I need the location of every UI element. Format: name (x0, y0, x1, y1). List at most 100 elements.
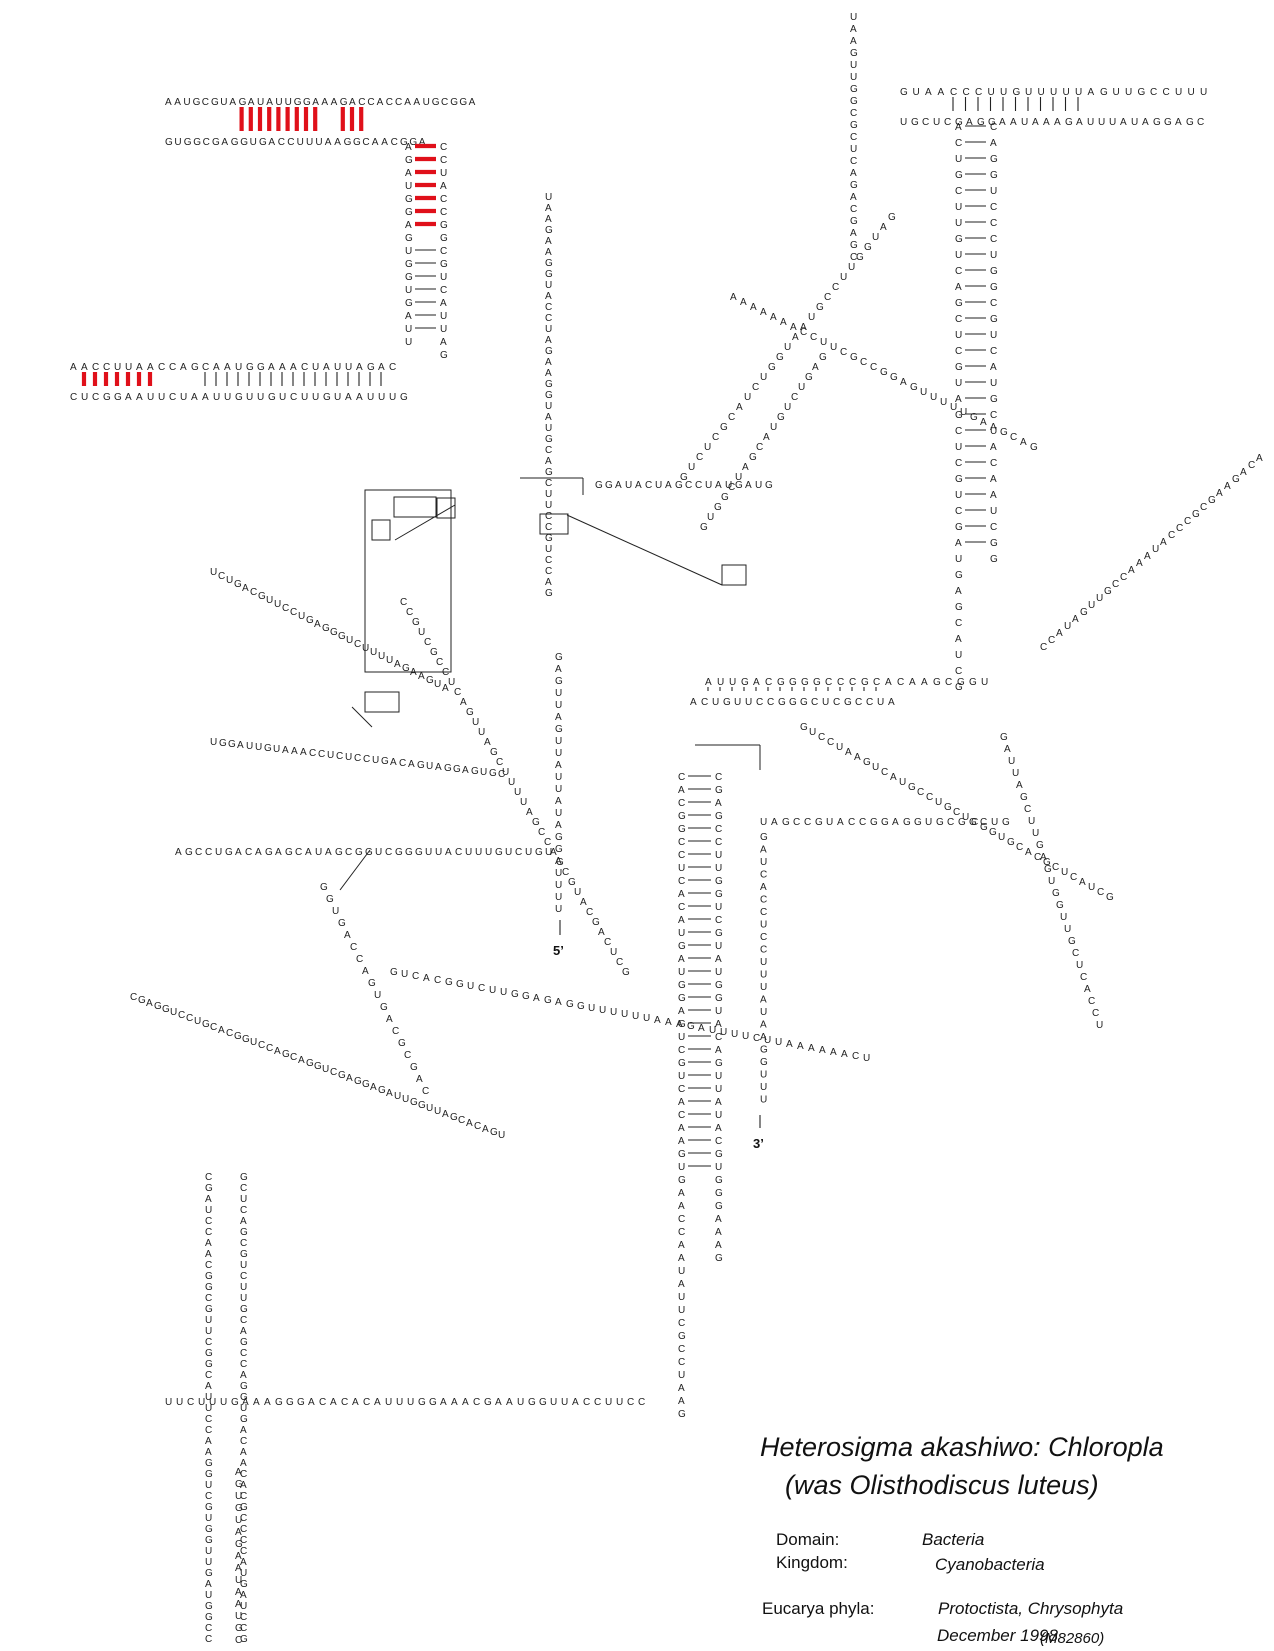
nucleotide: A (404, 97, 411, 108)
nucleotide: A (698, 1023, 705, 1034)
segment-bottom-left-stem: GCUCAGCGUCUUGCAGCCAGGUGACAACACGCCCCAUGAU… (240, 1172, 248, 1645)
nucleotide: C (678, 1084, 685, 1095)
nucleotide: G (354, 1076, 362, 1087)
nucleotide: G (1065, 117, 1073, 128)
nucleotide: U (960, 407, 967, 418)
nucleotide: G (246, 362, 254, 373)
nucleotide: C (240, 1623, 247, 1634)
nucleotide: A (545, 577, 552, 588)
nucleotide: C (226, 1028, 233, 1039)
nucleotide: G (955, 682, 963, 693)
nucleotide: A (572, 1397, 579, 1408)
nucleotide: C (287, 137, 294, 148)
nucleotide: U (209, 1397, 216, 1408)
nucleotide: A (955, 122, 962, 133)
nucleotide: U (545, 324, 552, 335)
nucleotide: C (205, 1337, 212, 1348)
nucleotide: C (240, 1183, 247, 1194)
nucleotide: C (309, 748, 316, 759)
nucleotide: C (873, 677, 880, 688)
nucleotide: C (1088, 996, 1095, 1007)
nucleotide: C (440, 142, 447, 153)
nucleotide: U (334, 392, 341, 403)
nucleotide: A (715, 1123, 722, 1134)
nucleotide: G (240, 1227, 248, 1238)
nucleotide: C (545, 566, 552, 577)
nucleotide: C (1040, 642, 1047, 653)
nucleotide: U (478, 727, 485, 738)
nucleotide: U (555, 736, 562, 747)
nucleotide: A (750, 302, 757, 313)
nucleotide: U (990, 426, 997, 437)
nucleotide: G (955, 234, 963, 245)
nucleotide: G (240, 137, 248, 148)
nucleotide: G (1030, 442, 1038, 453)
nucleotide: U (863, 1053, 870, 1064)
nucleotide: U (235, 1611, 242, 1622)
nucleotide: U (480, 767, 487, 778)
nucleotide: A (237, 740, 244, 751)
nucleotide: U (220, 1397, 227, 1408)
nucleotide: A (352, 1397, 359, 1408)
nucleotide: A (555, 997, 562, 1008)
nucleotide: G (881, 817, 889, 828)
nucleotide: G (294, 97, 302, 108)
nucleotide: G (721, 492, 729, 503)
nucleotide: G (944, 802, 952, 813)
nucleotide: C (852, 1051, 859, 1062)
nucleotide: G (800, 697, 808, 708)
nucleotide: A (830, 1047, 837, 1058)
nucleotide: C (715, 824, 722, 835)
nucleotide: C (392, 1026, 399, 1037)
nucleotide: A (305, 847, 312, 858)
nucleotide: A (81, 362, 88, 373)
nucleotide: A (678, 1396, 685, 1407)
nucleotide: G (532, 817, 540, 828)
nucleotide: G (418, 1397, 426, 1408)
nucleotide: C (169, 362, 176, 373)
nucleotide: C (922, 117, 929, 128)
nucleotide: G (205, 1535, 213, 1546)
nucleotide: G (760, 1057, 768, 1068)
nucleotide: A (792, 332, 799, 343)
nucleotide: U (334, 362, 341, 373)
nucleotide: U (555, 868, 562, 879)
nucleotide: U (715, 1071, 722, 1082)
nucleotide: U (899, 777, 906, 788)
nucleotide: A (136, 392, 143, 403)
nucleotide: A (255, 847, 262, 858)
nucleotide: A (678, 1253, 685, 1264)
nucleotide: C (990, 218, 997, 229)
nucleotide: C (866, 697, 873, 708)
nucleotide: G (205, 1348, 213, 1359)
nucleotide: A (323, 362, 330, 373)
nucleotide: G (205, 1502, 213, 1513)
nucleotide: C (545, 302, 552, 313)
nucleotide: G (1100, 87, 1108, 98)
nucleotide: A (555, 796, 562, 807)
nucleotide: G (1020, 792, 1028, 803)
nucleotide: G (484, 1397, 492, 1408)
nucleotide: G (240, 1502, 248, 1513)
nucleotide: G (275, 1397, 283, 1408)
nucleotide: U (715, 850, 722, 861)
nucleotide: U (174, 137, 181, 148)
nucleotide: G (760, 1045, 768, 1056)
nucleotide: C (678, 772, 685, 783)
nucleotide: U (1175, 87, 1182, 98)
nucleotide: U (808, 312, 815, 323)
pseudoknot-box-ug (539, 513, 569, 535)
nucleotide: A (213, 362, 220, 373)
nucleotide: U (822, 697, 829, 708)
nucleotide: G (440, 350, 448, 361)
nucleotide: A (690, 697, 697, 708)
nucleotide: U (704, 442, 711, 453)
nucleotide: C (850, 204, 857, 215)
nucleotide: U (255, 742, 262, 753)
nucleotide: A (892, 817, 899, 828)
nucleotide: C (1024, 804, 1031, 815)
nucleotide: U (1076, 960, 1083, 971)
